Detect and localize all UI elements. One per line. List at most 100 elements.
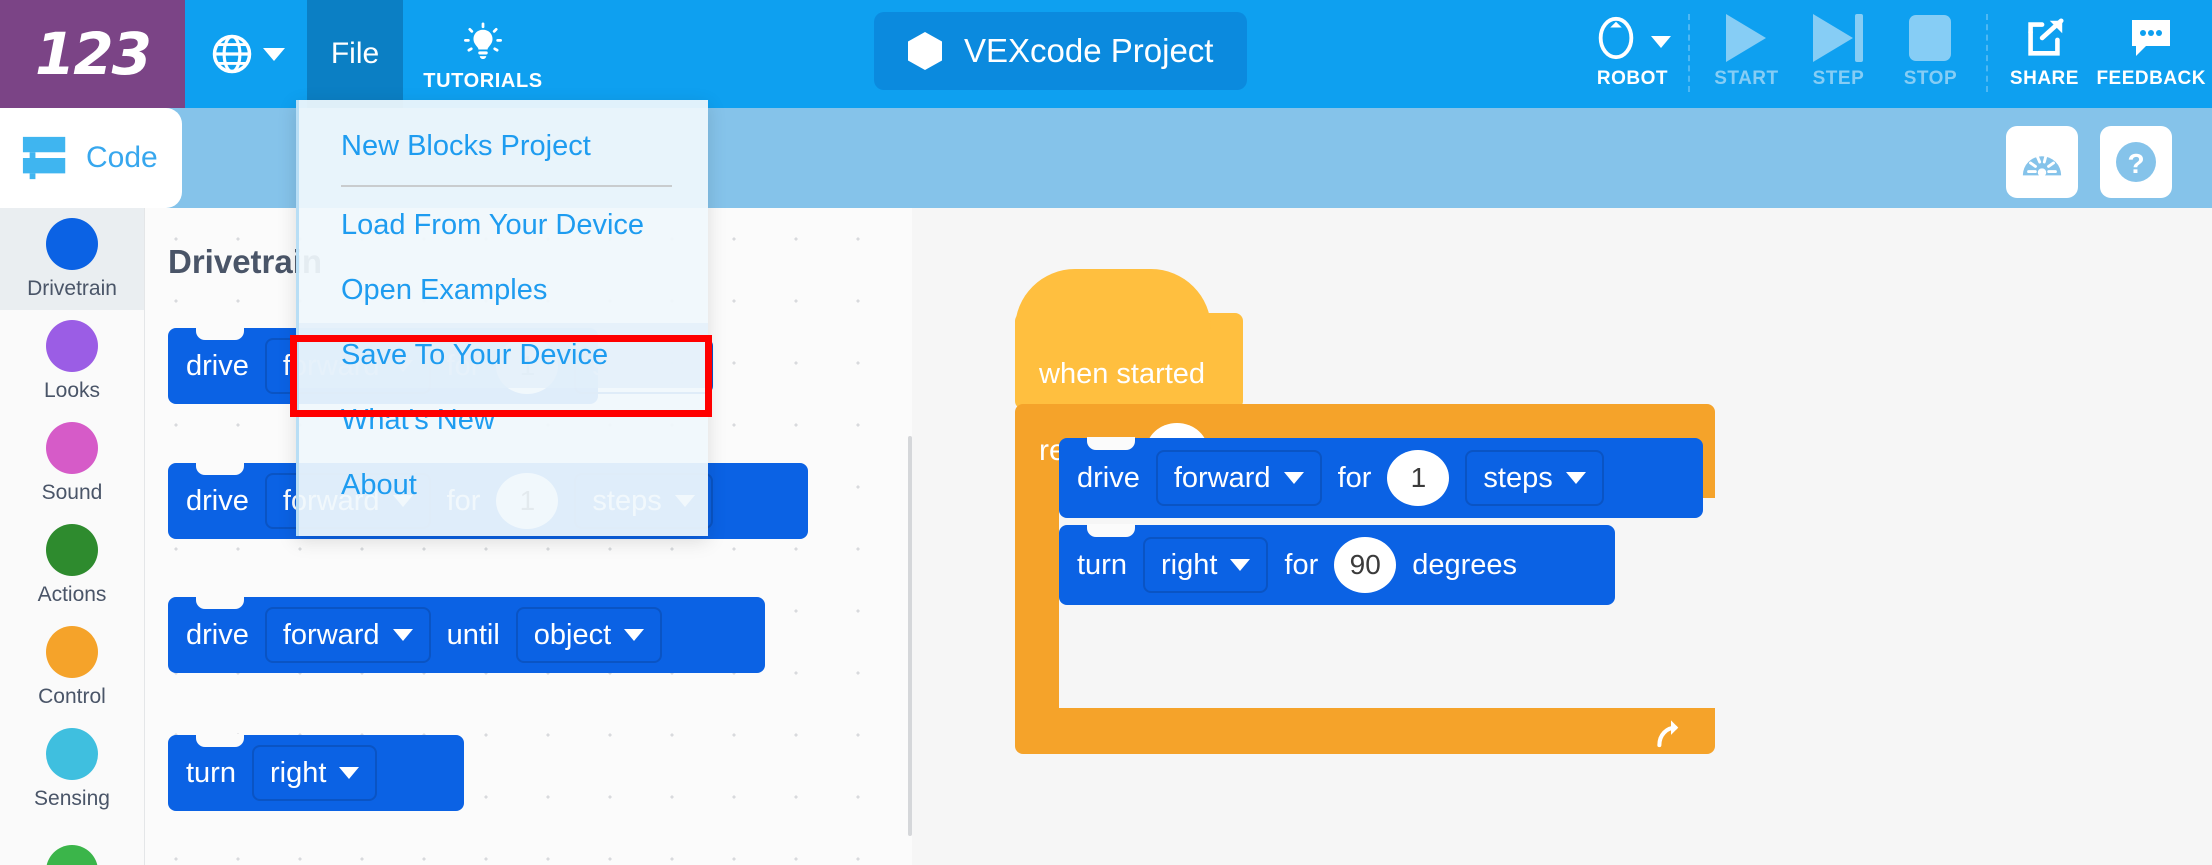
step-icon: [1813, 12, 1864, 64]
block-verb: turn: [1077, 548, 1127, 581]
question-mark-icon: ?: [2116, 142, 2156, 182]
direction-dropdown[interactable]: forward: [1155, 450, 1322, 506]
actions-color-dot: [46, 523, 98, 576]
control-color-dot: [46, 625, 98, 678]
next-color-dot: [46, 845, 98, 865]
sidebar-label-sensing: Sensing: [34, 786, 110, 810]
play-icon: [1726, 12, 1767, 64]
block-mid-label: until: [446, 618, 500, 651]
sidebar-item-sound[interactable]: Sound: [0, 412, 144, 514]
sidebar-item-drivetrain[interactable]: Drivetrain: [0, 208, 144, 310]
file-dropdown-menu: New Blocks Project Load From Your Device…: [296, 100, 708, 536]
block-verb: drive: [1077, 461, 1140, 494]
language-selector[interactable]: [185, 0, 307, 108]
sidebar-item-sensing[interactable]: Sensing: [0, 718, 144, 820]
sidebar-item-looks[interactable]: Looks: [0, 310, 144, 412]
robot-icon: [1593, 12, 1672, 64]
block-stack-icon: [22, 136, 66, 180]
sidebar-label-actions: Actions: [37, 582, 107, 606]
robot-label: ROBOT: [1596, 68, 1668, 89]
step-button[interactable]: STEP: [1792, 8, 1884, 90]
block-mid-label: for: [1284, 548, 1319, 581]
direction-dropdown[interactable]: right: [251, 745, 378, 801]
menu-separator: [341, 185, 672, 187]
block-verb: drive: [186, 484, 249, 517]
gauge-icon: [2022, 154, 2062, 177]
drivetrain-color-dot: [46, 217, 98, 270]
menu-item-load-from-your-device[interactable]: Load From Your Device: [341, 209, 645, 241]
stop-button[interactable]: STOP: [1884, 8, 1976, 90]
tutorials-button[interactable]: TUTORIALS: [403, 0, 563, 108]
robot-button[interactable]: ROBOT: [1586, 8, 1678, 90]
start-button[interactable]: START: [1700, 8, 1792, 90]
unit-dropdown[interactable]: steps: [1465, 450, 1604, 506]
direction-value: right: [269, 756, 327, 789]
block-verb: drive: [186, 618, 249, 651]
menu-item-about[interactable]: About: [341, 469, 417, 501]
chevron-down-icon: [1283, 472, 1304, 484]
share-button[interactable]: SHARE: [1998, 8, 2090, 90]
tab-code[interactable]: Code: [0, 108, 182, 208]
unit-value: steps: [1483, 461, 1553, 494]
sound-color-dot: [46, 421, 98, 474]
category-sidebar: Drivetrain Looks Sound Actions Control S…: [0, 208, 145, 865]
share-icon: [2021, 12, 2067, 64]
sidebar-item-control[interactable]: Control: [0, 616, 144, 718]
hexagon-icon: [908, 32, 942, 70]
chevron-down-icon: [1230, 559, 1251, 571]
direction-value: right: [1160, 548, 1218, 581]
value-input[interactable]: 1: [1387, 450, 1450, 506]
loop-arrow-icon: [1657, 720, 1679, 748]
feedback-button[interactable]: FEEDBACK: [2090, 8, 2212, 90]
file-menu-button[interactable]: File: [307, 0, 403, 108]
toolbar-actions: ROBOT START STEP STOP: [1586, 0, 2212, 108]
feedback-label: FEEDBACK: [2096, 68, 2206, 89]
chevron-down-icon: [624, 629, 645, 641]
block-mid-label: for: [1337, 461, 1372, 494]
dashboard-button[interactable]: [2006, 126, 2078, 198]
menu-item-whats-new[interactable]: What's New: [341, 404, 495, 436]
workspace-block-drive[interactable]: drive forward for 1 steps: [1059, 437, 1703, 518]
menu-item-new-blocks-project[interactable]: New Blocks Project: [341, 130, 591, 162]
project-name-label: VEXcode Project: [964, 32, 1214, 69]
chevron-down-icon: [1651, 36, 1672, 48]
tutorials-label: TUTORIALS: [423, 69, 543, 92]
toolbar-divider: [1688, 14, 1691, 92]
workspace-block-turn[interactable]: turn right for 90 degrees: [1059, 524, 1615, 605]
direction-value: forward: [1173, 461, 1271, 494]
sidebar-label-looks: Looks: [43, 378, 101, 402]
direction-dropdown[interactable]: right: [1142, 537, 1269, 593]
menu-item-open-examples[interactable]: Open Examples: [341, 274, 548, 306]
block-verb: turn: [186, 756, 236, 789]
value-input[interactable]: 90: [1334, 537, 1397, 593]
palette-block-drive-until[interactable]: drive forward until object: [168, 596, 765, 673]
sidebar-item-next[interactable]: [0, 820, 144, 865]
palette-block-turn[interactable]: turn right: [168, 734, 464, 811]
unit-label: degrees: [1412, 548, 1518, 581]
chevron-down-icon: [1565, 472, 1586, 484]
sensing-color-dot: [46, 727, 98, 780]
vex-123-logo: 123: [0, 0, 185, 108]
code-tab-label: Code: [86, 141, 158, 174]
sidebar-label-sound: Sound: [41, 480, 103, 504]
direction-dropdown[interactable]: forward: [264, 607, 431, 663]
block-when-started[interactable]: when started: [1015, 269, 1243, 409]
menu-item-save-to-your-device[interactable]: Save To Your Device: [299, 323, 708, 388]
svg-text:?: ?: [2127, 148, 2144, 179]
lightbulb-icon: [464, 21, 502, 59]
target-dropdown[interactable]: object: [515, 607, 663, 663]
when-started-label: when started: [1039, 358, 1206, 390]
project-name-field[interactable]: VEXcode Project: [874, 12, 1248, 90]
stop-icon: [1909, 12, 1952, 64]
block-palette: Drivetrain drive forward for 1 steps dri…: [145, 208, 2212, 865]
file-menu-label: File: [330, 37, 380, 70]
looks-color-dot: [46, 319, 98, 372]
sidebar-label-control: Control: [38, 684, 106, 708]
help-button[interactable]: ?: [2100, 126, 2172, 198]
toolbar-divider-2: [1986, 14, 1989, 92]
chevron-down-icon: [392, 629, 413, 641]
target-value: object: [533, 618, 612, 651]
palette-workspace-divider[interactable]: [908, 436, 912, 836]
share-label: SHARE: [2009, 68, 2079, 89]
sidebar-item-actions[interactable]: Actions: [0, 514, 144, 616]
